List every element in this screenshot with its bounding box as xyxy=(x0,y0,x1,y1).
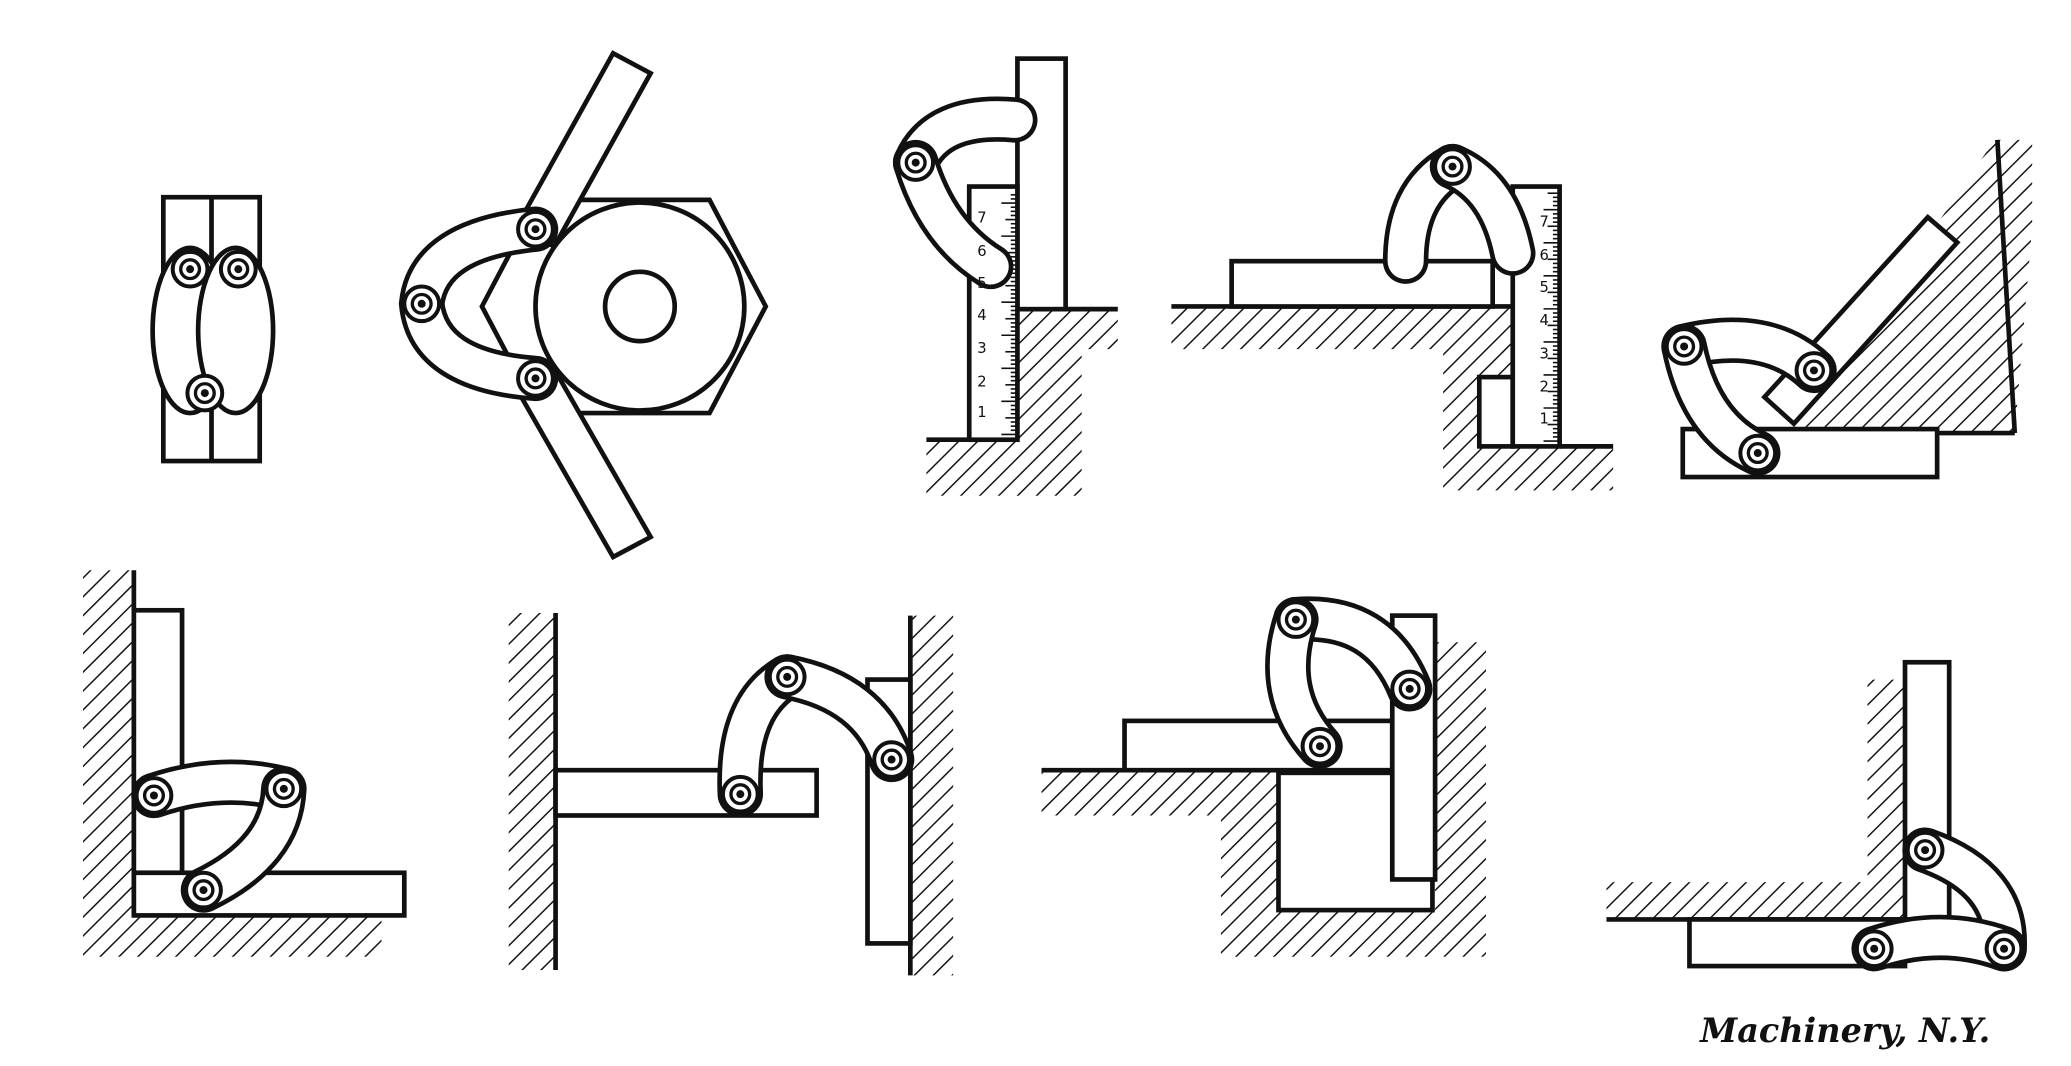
ruler-a-label: 3 xyxy=(977,340,986,357)
ruler-a-label: 1 xyxy=(977,404,986,421)
ruler-b-label: 4 xyxy=(1540,312,1549,329)
ruler-b-label: 1 xyxy=(1540,411,1549,428)
ruler-a-label: 4 xyxy=(977,307,986,324)
ruler-b-label: 2 xyxy=(1540,379,1549,396)
publisher-caption: Machinery, N.Y. xyxy=(1699,1011,1990,1050)
ruler-b-label: 5 xyxy=(1540,279,1549,296)
figure-corner-gauge xyxy=(83,570,407,957)
figure-inverted-corner-gauge xyxy=(1606,659,2027,972)
ruler-a-label: 5 xyxy=(977,275,986,292)
figure-nut-with-gauge xyxy=(398,50,769,561)
figure-step-ruler-gauge: 1 2 3 4 5 6 7 xyxy=(1171,143,1614,491)
ruler-b-label: 6 xyxy=(1540,247,1549,264)
ruler-b-label: 7 xyxy=(1540,214,1549,231)
ruler-b-label: 3 xyxy=(1540,345,1549,362)
ruler-a-label: 6 xyxy=(977,243,986,260)
figure-between-walls-gauge xyxy=(508,612,954,976)
figure-ruler-height-gauge: 1 2 3 4 5 6 7 xyxy=(892,56,1118,496)
figure-recess-gauge xyxy=(1041,596,1486,957)
ruler-a-label: 7 xyxy=(977,210,986,227)
figure-angle-gauge xyxy=(1661,139,2033,480)
figure-gauge-closed xyxy=(150,194,276,464)
ruler-a-label: 2 xyxy=(977,373,986,390)
